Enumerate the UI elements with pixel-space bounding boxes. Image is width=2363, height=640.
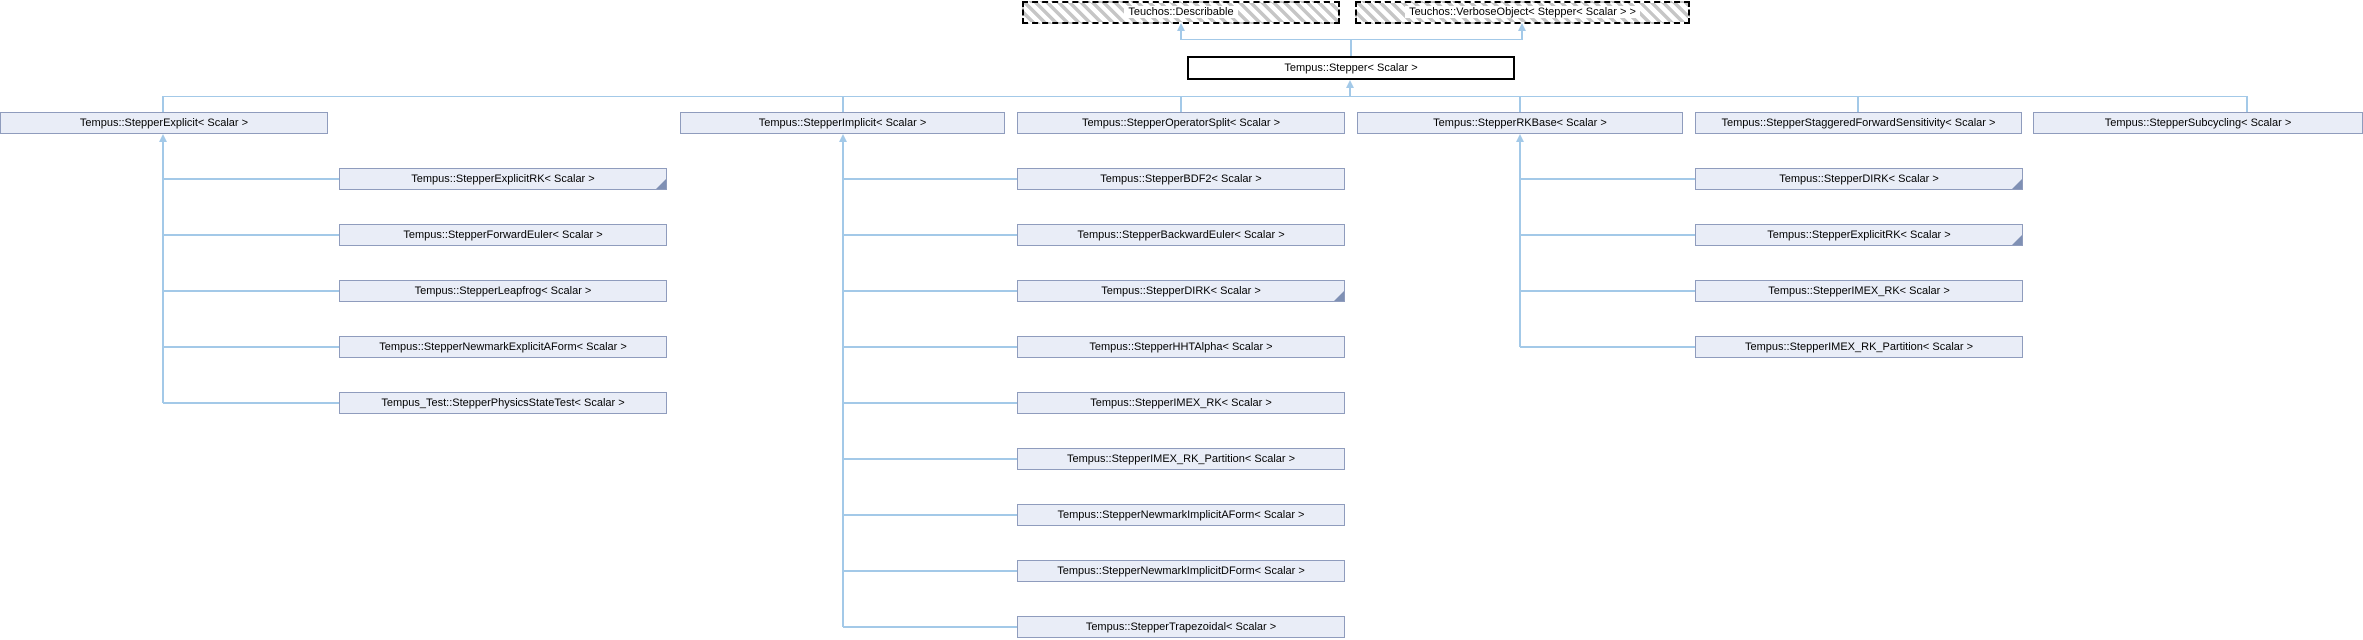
node-stepper-staggered-forward-sensitivity[interactable]: Tempus::StepperStaggeredForwardSensitivi…: [1695, 112, 2022, 134]
node-teuchos-verboseobject: Teuchos::VerboseObject< Stepper< Scalar …: [1355, 1, 1690, 24]
inheritance-edge: [162, 140, 164, 403]
node-rkbase-stepper-imex-rk-partition[interactable]: Tempus::StepperIMEX_RK_Partition< Scalar…: [1695, 336, 2023, 358]
inheritance-edge: [1519, 140, 1521, 347]
node-stepper-imex-rk-partition[interactable]: Tempus::StepperIMEX_RK_Partition< Scalar…: [1017, 448, 1345, 470]
node-stepper-bdf2[interactable]: Tempus::StepperBDF2< Scalar >: [1017, 168, 1345, 190]
node-stepper-physics-state-test[interactable]: Tempus_Test::StepperPhysicsStateTest< Sc…: [339, 392, 667, 414]
arrow-up-icon: [1176, 23, 1185, 31]
node-label: Tempus::StepperNewmarkImplicitDForm< Sca…: [1057, 565, 1305, 577]
node-rkbase-stepper-imex-rk[interactable]: Tempus::StepperIMEX_RK< Scalar >: [1695, 280, 2023, 302]
inheritance-edge: [843, 346, 1017, 348]
node-label: Tempus::StepperLeapfrog< Scalar >: [414, 285, 592, 297]
node-label: Tempus_Test::StepperPhysicsStateTest< Sc…: [381, 397, 625, 409]
inheritance-edge: [162, 96, 164, 113]
node-stepper-hht-alpha[interactable]: Tempus::StepperHHTAlpha< Scalar >: [1017, 336, 1345, 358]
inheritance-edge: [1350, 39, 1352, 56]
inheritance-edge: [163, 234, 339, 236]
hidden-subclasses-icon: [1333, 290, 1345, 302]
node-stepper-newmark-implicit-aform[interactable]: Tempus::StepperNewmarkImplicitAForm< Sca…: [1017, 504, 1345, 526]
node-label: Tempus::StepperIMEX_RK_Partition< Scalar…: [1066, 453, 1296, 465]
node-label: Tempus::StepperBackwardEuler< Scalar >: [1077, 229, 1285, 241]
node-label: Tempus::StepperIMEX_RK< Scalar >: [1768, 285, 1950, 297]
node-label: Tempus::StepperExplicitRK< Scalar >: [411, 173, 595, 185]
inheritance-edge: [2246, 96, 2248, 113]
node-label: Tempus::StepperDIRK< Scalar >: [1779, 173, 1939, 185]
inheritance-edge: [1520, 346, 1695, 348]
inheritance-edge: [843, 402, 1017, 404]
inheritance-edge: [1519, 96, 1521, 113]
node-label: Tempus::StepperExplicit< Scalar >: [79, 117, 249, 129]
arrow-up-icon: [1515, 134, 1524, 142]
inheritance-edge: [843, 290, 1017, 292]
node-label: Tempus::StepperHHTAlpha< Scalar >: [1089, 341, 1273, 353]
inheritance-edge: [843, 626, 1017, 628]
node-stepper-trapezoidal[interactable]: Tempus::StepperTrapezoidal< Scalar >: [1017, 616, 1345, 638]
node-stepper-newmark-implicit-dform[interactable]: Tempus::StepperNewmarkImplicitDForm< Sca…: [1017, 560, 1345, 582]
node-stepper-rkbase[interactable]: Tempus::StepperRKBase< Scalar >: [1357, 112, 1683, 134]
node-label: Tempus::StepperTrapezoidal< Scalar >: [1085, 621, 1277, 633]
inheritance-edge: [1180, 29, 1182, 40]
inheritance-edge: [843, 514, 1017, 516]
node-stepper-forward-euler[interactable]: Tempus::StepperForwardEuler< Scalar >: [339, 224, 667, 246]
inheritance-edge: [163, 95, 2247, 98]
inheritance-edge: [1520, 234, 1695, 236]
inheritance-edge: [1349, 86, 1351, 97]
node-label: Teuchos::Describable: [1124, 6, 1238, 18]
inheritance-edge: [1520, 178, 1695, 180]
node-label: Tempus::StepperForwardEuler< Scalar >: [403, 229, 603, 241]
inheritance-edge: [842, 140, 844, 627]
inheritance-edge: [1857, 96, 1859, 113]
inheritance-edge: [843, 570, 1017, 572]
node-label: Tempus::StepperNewmarkExplicitAForm< Sca…: [379, 341, 627, 353]
inheritance-edge: [842, 96, 844, 113]
node-rkbase-stepper-explicit-rk[interactable]: Tempus::StepperExplicitRK< Scalar >: [1695, 224, 2023, 246]
node-label: Teuchos::VerboseObject< Stepper< Scalar …: [1405, 6, 1640, 18]
inheritance-edge: [1521, 29, 1523, 40]
node-label: Tempus::StepperIMEX_RK< Scalar >: [1090, 397, 1272, 409]
node-teuchos-describable: Teuchos::Describable: [1022, 1, 1340, 24]
node-stepper-implicit[interactable]: Tempus::StepperImplicit< Scalar >: [680, 112, 1005, 134]
arrow-up-icon: [158, 134, 167, 142]
node-label: Tempus::StepperSubcycling< Scalar >: [2104, 117, 2292, 129]
node-stepper-newmark-explicit-aform[interactable]: Tempus::StepperNewmarkExplicitAForm< Sca…: [339, 336, 667, 358]
node-tempus-stepper[interactable]: Tempus::Stepper< Scalar >: [1187, 56, 1515, 80]
hidden-subclasses-icon: [2011, 234, 2023, 246]
inheritance-edge: [163, 346, 339, 348]
node-stepper-subcycling[interactable]: Tempus::StepperSubcycling< Scalar >: [2033, 112, 2363, 134]
node-label: Tempus::StepperStaggeredForwardSensitivi…: [1721, 117, 1996, 129]
node-stepper-explicit[interactable]: Tempus::StepperExplicit< Scalar >: [0, 112, 328, 134]
node-stepper-dirk[interactable]: Tempus::StepperDIRK< Scalar >: [1017, 280, 1345, 302]
inheritance-edge: [843, 234, 1017, 236]
node-rkbase-stepper-dirk[interactable]: Tempus::StepperDIRK< Scalar >: [1695, 168, 2023, 190]
node-label: Tempus::StepperExplicitRK< Scalar >: [1767, 229, 1951, 241]
node-label: Tempus::StepperNewmarkImplicitAForm< Sca…: [1057, 509, 1305, 521]
node-label: Tempus::StepperImplicit< Scalar >: [758, 117, 927, 129]
arrow-up-icon: [1517, 23, 1526, 31]
inheritance-edge: [163, 178, 339, 180]
inheritance-edge: [1180, 96, 1182, 113]
node-stepper-operator-split[interactable]: Tempus::StepperOperatorSplit< Scalar >: [1017, 112, 1345, 134]
node-stepper-leapfrog[interactable]: Tempus::StepperLeapfrog< Scalar >: [339, 280, 667, 302]
node-label: Tempus::StepperOperatorSplit< Scalar >: [1081, 117, 1281, 129]
node-stepper-explicit-rk[interactable]: Tempus::StepperExplicitRK< Scalar >: [339, 168, 667, 190]
arrow-up-icon: [838, 134, 847, 142]
node-stepper-backward-euler[interactable]: Tempus::StepperBackwardEuler< Scalar >: [1017, 224, 1345, 246]
hidden-subclasses-icon: [655, 178, 667, 190]
hidden-subclasses-icon: [2011, 178, 2023, 190]
inheritance-edge: [163, 402, 339, 404]
inheritance-edge: [1520, 290, 1695, 292]
node-stepper-imex-rk[interactable]: Tempus::StepperIMEX_RK< Scalar >: [1017, 392, 1345, 414]
node-label: Tempus::StepperRKBase< Scalar >: [1433, 117, 1607, 129]
node-label: Tempus::StepperIMEX_RK_Partition< Scalar…: [1744, 341, 1974, 353]
inheritance-edge: [843, 178, 1017, 180]
node-label: Tempus::StepperDIRK< Scalar >: [1101, 285, 1261, 297]
node-label: Tempus::Stepper< Scalar >: [1284, 62, 1418, 74]
inheritance-edge: [843, 458, 1017, 460]
inheritance-edge: [163, 290, 339, 292]
arrow-up-icon: [1345, 80, 1354, 88]
node-label: Tempus::StepperBDF2< Scalar >: [1100, 173, 1262, 185]
